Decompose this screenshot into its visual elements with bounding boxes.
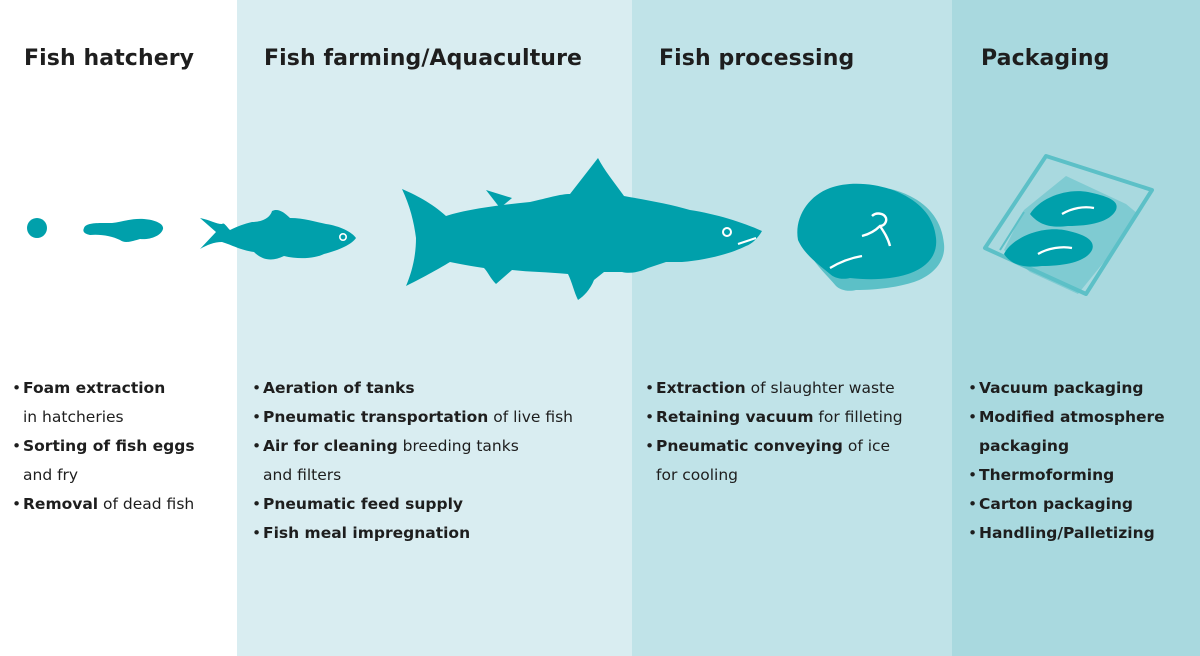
- bullet-text: of live fish: [488, 408, 574, 426]
- bullet-keyword: Aeration of tanks: [263, 379, 415, 397]
- bullet-keyword: Extraction: [656, 379, 746, 397]
- bullet-item: Sorting of fish eggs and fry: [12, 432, 195, 490]
- bullet-item: Retaining vacuum for filleting: [645, 403, 903, 432]
- stage-column-processing: [632, 0, 952, 656]
- bullet-item: Handling/Palletizing: [968, 519, 1165, 548]
- bullet-keyword: Retaining vacuum: [656, 408, 814, 426]
- bullet-list-processing: Extraction of slaughter wasteRetaining v…: [645, 374, 903, 490]
- larva-icon: [83, 218, 164, 242]
- egg-icon: [27, 218, 47, 238]
- bullet-keyword: Carton packaging: [979, 495, 1134, 513]
- bullet-item: Aeration of tanks: [252, 374, 573, 403]
- stage-title-packaging: Packaging: [981, 46, 1110, 71]
- bullet-text: breeding tanks: [397, 437, 519, 455]
- bullet-keyword: Removal: [23, 495, 99, 513]
- bullet-text: of ice: [842, 437, 891, 455]
- bullet-list-packaging: Vacuum packagingModified atmosphere packa…: [968, 374, 1165, 548]
- bullet-item: Fish meal impregnation: [252, 519, 573, 548]
- bullet-text: of slaughter waste: [745, 379, 895, 397]
- stage-title-processing: Fish processing: [659, 46, 855, 71]
- stage-column-hatchery: [0, 0, 237, 656]
- bullet-keyword: Air for cleaning: [263, 437, 398, 455]
- bullet-keyword: Foam extraction: [23, 379, 166, 397]
- bullet-item: Foam extraction in hatcheries: [12, 374, 195, 432]
- bullet-keyword: Modified atmosphere: [979, 408, 1165, 426]
- bullet-item: Pneumatic feed supply: [252, 490, 573, 519]
- fish-steak-icon: [797, 183, 945, 291]
- bullet-continuation: and fry: [23, 466, 79, 484]
- fry-icon: [200, 209, 356, 260]
- salmon-icon: [402, 158, 762, 300]
- bullet-item: Vacuum packaging: [968, 374, 1165, 403]
- bullet-item: Air for cleaning breeding tanks and filte…: [252, 432, 573, 490]
- bullet-item: Pneumatic transportation of live fish: [252, 403, 573, 432]
- stage-title-hatchery: Fish hatchery: [24, 46, 195, 71]
- bullet-continuation: for cooling: [656, 466, 739, 484]
- bullet-list-hatchery: Foam extraction in hatcheriesSorting of f…: [12, 374, 195, 519]
- bullet-keyword: Thermoforming: [979, 466, 1115, 484]
- bullet-continuation: and filters: [263, 466, 342, 484]
- bullet-keyword: Handling/Palletizing: [979, 524, 1155, 542]
- bullet-keyword: Pneumatic feed supply: [263, 495, 463, 513]
- bullet-keyword: Vacuum packaging: [979, 379, 1144, 397]
- bullet-keyword: Fish meal impregnation: [263, 524, 471, 542]
- bullet-item: Carton packaging: [968, 490, 1165, 519]
- bullet-item: Removal of dead fish: [12, 490, 195, 519]
- bullet-item: Modified atmosphere packaging: [968, 403, 1165, 461]
- bullet-list-farming: Aeration of tanksPneumatic transportatio…: [252, 374, 573, 548]
- bullet-item: Thermoforming: [968, 461, 1165, 490]
- bullet-keyword: Pneumatic transportation: [263, 408, 489, 426]
- bullet-keyword: Sorting of fish eggs: [23, 437, 195, 455]
- bullet-continuation: packaging: [979, 437, 1070, 455]
- bullet-keyword: Pneumatic conveying: [656, 437, 843, 455]
- lifecycle-illustration: [27, 154, 1154, 300]
- bullet-text: of dead fish: [98, 495, 195, 513]
- packaged-fillets-icon: [983, 154, 1154, 296]
- bullet-continuation: in hatcheries: [23, 408, 124, 426]
- bullet-item: Pneumatic conveying of ice for cooling: [645, 432, 903, 490]
- bullet-text: for filleting: [813, 408, 903, 426]
- bullet-item: Extraction of slaughter waste: [645, 374, 903, 403]
- stage-title-farming: Fish farming/Aquaculture: [264, 46, 583, 71]
